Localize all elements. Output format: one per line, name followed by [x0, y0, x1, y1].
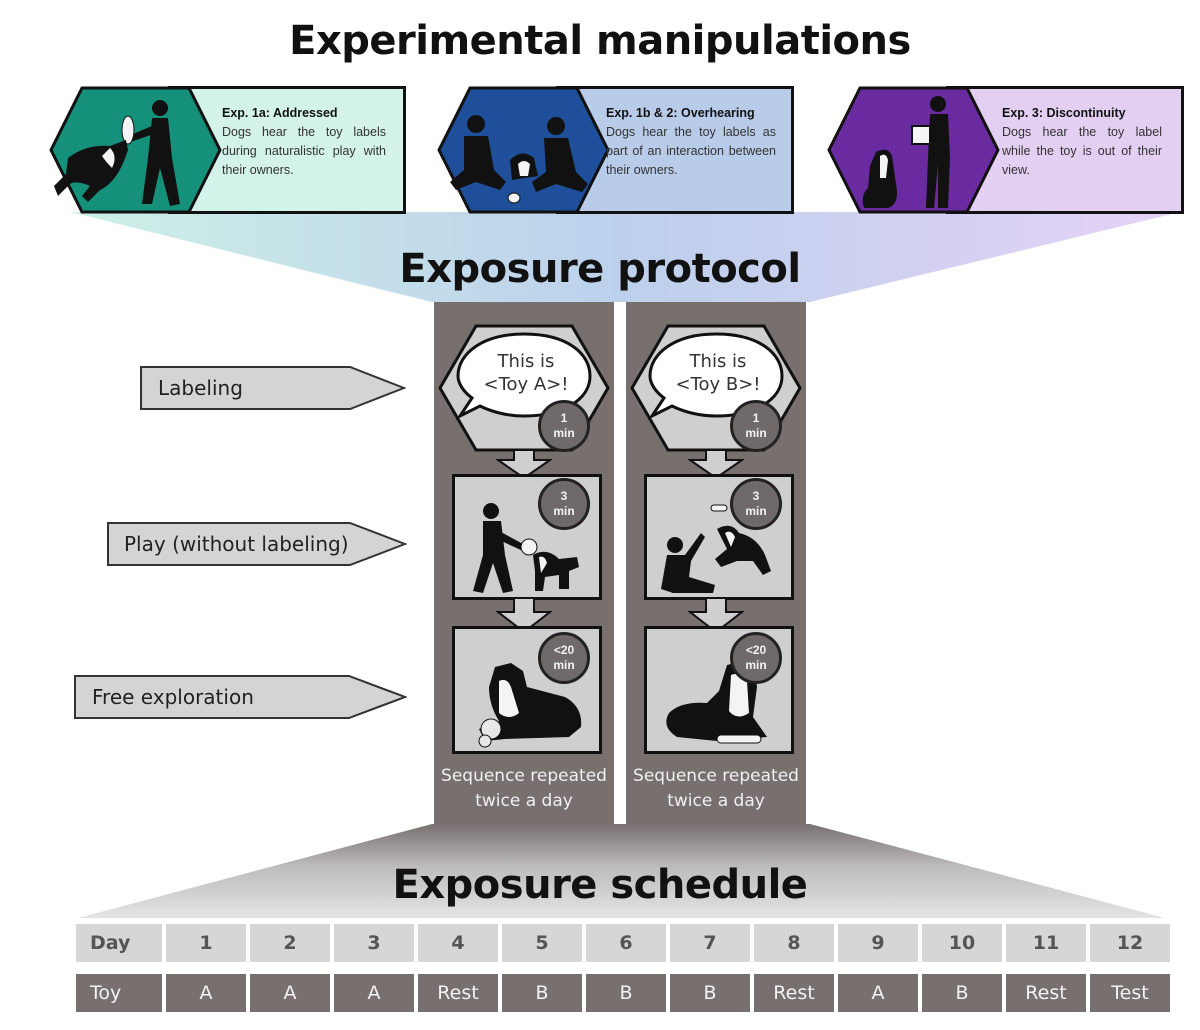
schedule-toy-cell: A [334, 974, 414, 1012]
schedule-day-cell: 3 [334, 924, 414, 962]
stage-label-text: Labeling [158, 376, 243, 400]
down-arrow-icon [496, 450, 552, 478]
schedule-toy-cell: Rest [1006, 974, 1086, 1012]
timer-badge: 1 min [538, 400, 590, 452]
timer-unit: min [745, 426, 767, 440]
down-arrow-icon [688, 450, 744, 478]
schedule-day-cell-header: Day [76, 924, 162, 962]
owner-playing-tug-with-dog-icon [49, 86, 222, 214]
schedule-day-cell: 2 [250, 924, 330, 962]
experiment-card-discontinuity: Exp. 3: Discontinuity Dogs hear the toy … [826, 86, 1186, 214]
arrow-tag-icon [107, 522, 407, 566]
schedule-day-cell: 5 [502, 924, 582, 962]
schedule-toy-cell: Rest [754, 974, 834, 1012]
repeat-text-line-1: Sequence repeated [441, 766, 607, 786]
timer-badge: <20 min [730, 632, 782, 684]
schedule-day-cell: 9 [838, 924, 918, 962]
repeat-text-line-2: twice a day [475, 791, 573, 811]
schedule-day-cell: 7 [670, 924, 750, 962]
timer-value: 3 [560, 489, 568, 503]
title-exposure-protocol: Exposure protocol [399, 246, 801, 292]
timer-unit: min [553, 658, 575, 672]
speech-line-1: This is [689, 351, 747, 372]
stage-label-play: Play (without labeling) [107, 522, 407, 566]
schedule-toy-cell: B [670, 974, 750, 1012]
bottom-funnel [78, 824, 1165, 918]
schedule-day-cell: 6 [586, 924, 666, 962]
free-exploration-panel [452, 626, 602, 754]
schedule-toy-cell: A [166, 974, 246, 1012]
protocol-column-toy-b: This is <Toy B>! 1 min 3 min <20 min [626, 302, 806, 824]
experiment-card-overhearing: Exp. 1b & 2: Overhearing Dogs hear the t… [436, 86, 796, 214]
timer-badge: 1 min [730, 400, 782, 452]
repeat-text-line-2: twice a day [667, 791, 765, 811]
dog-lying-with-bone-icon [666, 661, 767, 744]
schedule-toy-cell: A [838, 974, 918, 1012]
timer-badge: 3 min [538, 478, 590, 530]
speech-line-2: <Toy B>! [675, 374, 761, 395]
schedule-toy-cell-header: Toy [76, 974, 162, 1012]
experiment-title: Exp. 3: Discontinuity [1002, 106, 1126, 120]
timer-unit: min [745, 658, 767, 672]
stage-label-text: Play (without labeling) [124, 532, 349, 556]
schedule-toy-cell: B [586, 974, 666, 1012]
down-arrow-icon [496, 598, 552, 632]
stage-label-labeling: Labeling [140, 366, 406, 410]
timer-value: 1 [560, 411, 568, 425]
schedule-toy-cell: B [502, 974, 582, 1012]
arrow-tag-icon [140, 366, 406, 410]
schedule-day-cell: 4 [418, 924, 498, 962]
experiment-title: Exp. 1b & 2: Overhearing [606, 106, 755, 120]
schedule-day-cell: 1 [166, 924, 246, 962]
timer-value: 1 [752, 411, 760, 425]
protocol-column-toy-a: This is <Toy A>! 1 min 3 min <20 [434, 302, 614, 824]
speech-line-2: <Toy A>! [483, 374, 569, 395]
schedule-day-cell: 12 [1090, 924, 1170, 962]
dog-lying-with-teddy-icon [478, 663, 582, 748]
timer-unit: min [553, 504, 575, 518]
stage-label-text: Free exploration [92, 685, 254, 709]
two-owners-talking-with-dog-icon [437, 86, 610, 214]
experiment-text-box [556, 86, 794, 214]
play-panel [452, 474, 602, 600]
timer-value: 3 [752, 489, 760, 503]
title-experimental-manipulations: Experimental manipulations [289, 18, 911, 64]
schedule-day-cell: 8 [754, 924, 834, 962]
arrow-tag-icon [74, 675, 407, 719]
experiment-description: Dogs hear the toy label while the toy is… [1002, 125, 1162, 177]
schedule-toy-cell: Rest [418, 974, 498, 1012]
schedule-day-cell: 11 [1006, 924, 1086, 962]
timer-unit: min [553, 426, 575, 440]
title-exposure-schedule: Exposure schedule [392, 862, 808, 908]
top-funnel [70, 212, 1180, 302]
schedule-toy-cell: A [250, 974, 330, 1012]
schedule-toy-cell: Test [1090, 974, 1170, 1012]
timer-value: <20 [745, 643, 767, 657]
owner-playing-with-dog-icon [473, 503, 579, 593]
owner-throwing-bone-to-dog-icon [661, 504, 771, 593]
schedule-toy-cell: B [922, 974, 1002, 1012]
experiment-card-addressed: Exp. 1a: Addressed Dogs hear the toy lab… [48, 86, 408, 214]
timer-badge: <20 min [538, 632, 590, 684]
down-arrow-icon [688, 598, 744, 632]
schedule-day-cell: 10 [922, 924, 1002, 962]
timer-badge: 3 min [730, 478, 782, 530]
experiment-description: Dogs hear the toy labels as part of an i… [606, 125, 776, 177]
owner-holding-bucket-with-dog-icon [827, 86, 1000, 214]
speech-line-1: This is [497, 351, 555, 372]
timer-unit: min [745, 504, 767, 518]
repeat-text-line-1: Sequence repeated [633, 766, 799, 786]
experiment-description: Dogs hear the toy labels during naturali… [222, 125, 386, 177]
stage-label-free-exploration: Free exploration [74, 675, 407, 719]
timer-value: <20 [553, 643, 575, 657]
experiment-title: Exp. 1a: Addressed [222, 106, 338, 120]
